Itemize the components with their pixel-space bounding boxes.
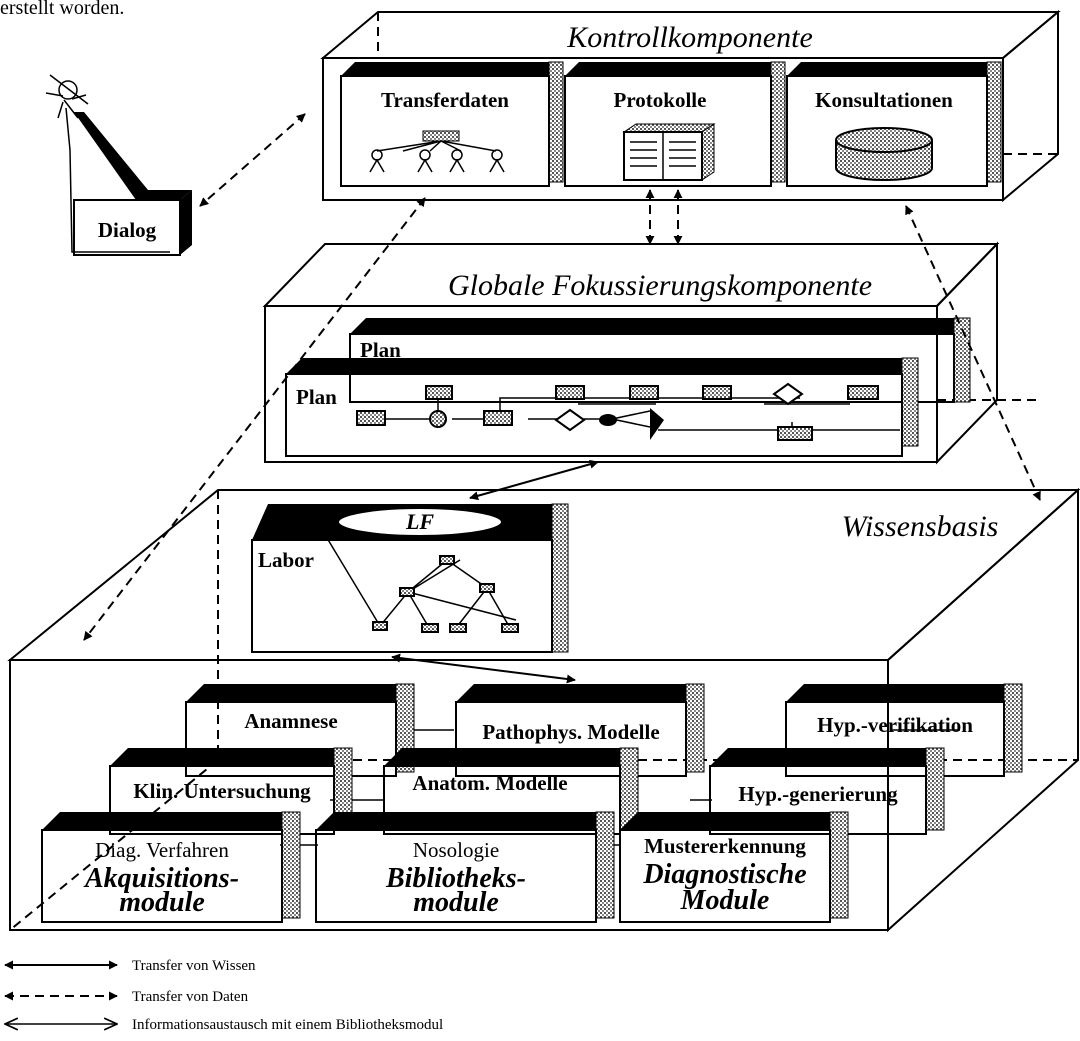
plan-front-label: Plan	[296, 385, 337, 409]
legend-text-1: Transfer von Daten	[132, 989, 249, 1005]
bibliothek-group-line2: module	[413, 887, 499, 918]
module-nosologie: Nosologie Bibliotheks- module	[316, 812, 614, 922]
konsultationen-box: Konsultationen	[787, 62, 1001, 186]
legend-data-transfer: Transfer von Daten	[5, 989, 249, 1005]
protokolle-box: Protokolle	[565, 62, 785, 186]
diag-verfahren-label: Diag. Verfahren	[95, 838, 229, 862]
control-title: Kontrollkomponente	[566, 21, 813, 54]
legend-text-2: Informationsaustausch mit einem Biblioth…	[132, 1017, 443, 1033]
pathophys-label: Pathophys. Modelle	[482, 720, 659, 744]
labor-label: Labor	[258, 548, 314, 572]
legend-library-exchange: Informationsaustausch mit einem Biblioth…	[5, 1017, 443, 1033]
module-diag-verfahren: Diag. Verfahren Akquisitions- module	[42, 812, 300, 922]
labor-box: LF Labor	[252, 504, 568, 652]
klin-untersuchung-label: Klin. Untersuchung	[133, 779, 311, 803]
konsultationen-label: Konsultationen	[815, 88, 953, 112]
protokolle-label: Protokolle	[614, 88, 707, 112]
akquisition-group-line2: module	[119, 887, 205, 918]
dialog-label: Dialog	[98, 218, 157, 242]
tree-icon	[370, 131, 504, 172]
database-icon	[836, 128, 932, 180]
plan-flow-graph	[357, 384, 900, 440]
nosologie-label: Nosologie	[413, 838, 499, 862]
transferdaten-box: Transferdaten	[341, 62, 563, 186]
hyp-generierung-label: Hyp.-generierung	[738, 782, 898, 806]
anamnese-label: Anamnese	[244, 709, 337, 733]
labor-lattice-graph	[327, 538, 518, 632]
top-text-fragment: erstellt worden.	[0, 0, 124, 19]
legend-knowledge-transfer: Transfer von Wissen	[5, 958, 256, 974]
hyp-verifikation-label: Hyp.-verifikation	[817, 713, 973, 737]
knowledge-title: Wissensbasis	[842, 510, 999, 543]
legend: Transfer von Wissen Transfer von Daten I…	[5, 958, 443, 1033]
mustererkennung-label: Mustererkennung	[644, 834, 806, 858]
knowledge-transfer-arrows	[470, 462, 598, 498]
document-stack-icon	[624, 124, 714, 180]
focus-title: Globale Fokussierungskomponente	[448, 269, 872, 302]
legend-text-0: Transfer von Wissen	[132, 958, 256, 974]
transferdaten-label: Transferdaten	[381, 88, 509, 112]
module-mustererkennung: Mustererkennung Diagnostische Module	[620, 812, 848, 922]
plan-front-box: Plan	[286, 358, 918, 456]
anatom-label: Anatom. Modelle	[412, 771, 567, 795]
labor-title: LF	[405, 509, 434, 534]
diagnostisch-group-line2: Module	[680, 885, 770, 916]
dialog-user-figure: Dialog	[46, 75, 192, 255]
